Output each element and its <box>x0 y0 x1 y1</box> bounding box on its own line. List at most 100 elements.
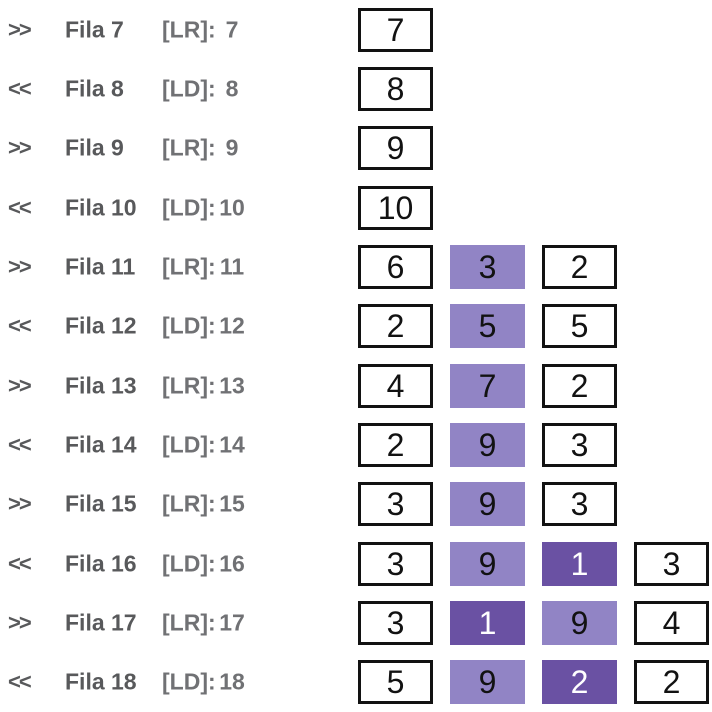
row-index: 10 <box>219 194 245 221</box>
direction-arrow-icon: >> <box>8 135 32 161</box>
row-index: 12 <box>219 312 245 339</box>
direction-arrow-icon: << <box>8 194 32 220</box>
mode-tag: [LR]: <box>162 134 216 161</box>
value-box: 2 <box>542 244 617 289</box>
direction-arrow-icon: >> <box>8 253 32 279</box>
mode-tag: [LR]: <box>162 253 216 280</box>
fila-label: Fila 7 <box>65 16 124 43</box>
value-box: 1 <box>542 541 617 586</box>
fila-label: Fila 13 <box>65 372 137 399</box>
row-index: 14 <box>219 431 245 458</box>
value-box: 7 <box>358 7 433 52</box>
direction-arrow-icon: << <box>8 550 32 576</box>
mode-tag: [LD]: <box>162 75 216 102</box>
value-box: 2 <box>358 304 433 349</box>
fila-row: >> Fila 9 [LR]: 9 9 <box>0 119 712 178</box>
value-box: 9 <box>450 660 525 705</box>
value-box: 7 <box>450 363 525 408</box>
fila-label: Fila 17 <box>65 609 137 636</box>
fila-label: Fila 16 <box>65 550 137 577</box>
row-index: 8 <box>225 75 239 102</box>
direction-arrow-icon: >> <box>8 16 32 42</box>
value-box: 3 <box>542 482 617 527</box>
value-box: 9 <box>358 126 433 171</box>
row-index: 15 <box>219 490 245 517</box>
value-box: 4 <box>634 600 709 645</box>
row-index: 17 <box>219 609 245 636</box>
row-index: 16 <box>219 550 245 577</box>
value-box: 10 <box>358 185 433 230</box>
row-index: 9 <box>225 134 239 161</box>
fila-row: >> Fila 7 [LR]: 7 7 <box>0 0 712 59</box>
fila-row: << Fila 8 [LD]: 8 8 <box>0 59 712 118</box>
value-box: 3 <box>358 600 433 645</box>
value-box: 3 <box>542 422 617 467</box>
value-box: 5 <box>358 660 433 705</box>
cell-boxes: 9 <box>358 126 433 171</box>
mode-tag: [LR]: <box>162 372 216 399</box>
value-box: 9 <box>450 422 525 467</box>
fila-label: Fila 14 <box>65 431 137 458</box>
fila-row: << Fila 10 [LD]: 10 10 <box>0 178 712 237</box>
cell-boxes: 8 <box>358 66 433 111</box>
fila-label: Fila 12 <box>65 312 137 339</box>
mode-tag: [LR]: <box>162 490 216 517</box>
fila-label: Fila 18 <box>65 668 137 695</box>
value-box: 1 <box>450 600 525 645</box>
mode-tag: [LD]: <box>162 550 216 577</box>
value-box: 3 <box>358 541 433 586</box>
mode-tag: [LD]: <box>162 668 216 695</box>
direction-arrow-icon: << <box>8 431 32 457</box>
value-box: 5 <box>542 304 617 349</box>
fila-label: Fila 11 <box>65 253 136 280</box>
direction-arrow-icon: >> <box>8 609 32 635</box>
mode-tag: [LD]: <box>162 194 216 221</box>
value-box: 3 <box>358 482 433 527</box>
direction-arrow-icon: >> <box>8 372 32 398</box>
value-box: 5 <box>450 304 525 349</box>
direction-arrow-icon: << <box>8 313 32 339</box>
value-box: 9 <box>450 482 525 527</box>
direction-arrow-icon: << <box>8 669 32 695</box>
value-box: 3 <box>450 244 525 289</box>
direction-arrow-icon: << <box>8 75 32 101</box>
row-index: 11 <box>219 253 245 280</box>
cell-boxes: 10 <box>358 185 433 230</box>
cell-boxes: 7 <box>358 7 433 52</box>
row-index: 18 <box>219 668 245 695</box>
row-index: 7 <box>225 16 239 43</box>
value-box: 9 <box>450 541 525 586</box>
direction-arrow-icon: >> <box>8 491 32 517</box>
row-index: 13 <box>219 372 245 399</box>
value-box: 9 <box>542 600 617 645</box>
fila-label: Fila 9 <box>65 134 124 161</box>
value-box: 2 <box>358 422 433 467</box>
fila-label: Fila 10 <box>65 194 137 221</box>
mode-tag: [LR]: <box>162 609 216 636</box>
mode-tag: [LD]: <box>162 312 216 339</box>
value-box: 8 <box>358 66 433 111</box>
value-box: 2 <box>542 363 617 408</box>
value-box: 2 <box>542 660 617 705</box>
fila-label: Fila 8 <box>65 75 124 102</box>
value-box: 6 <box>358 244 433 289</box>
mode-tag: [LR]: <box>162 16 216 43</box>
value-box: 3 <box>634 541 709 586</box>
fila-label: Fila 15 <box>65 490 137 517</box>
mode-tag: [LD]: <box>162 431 216 458</box>
value-box: 2 <box>634 660 709 705</box>
